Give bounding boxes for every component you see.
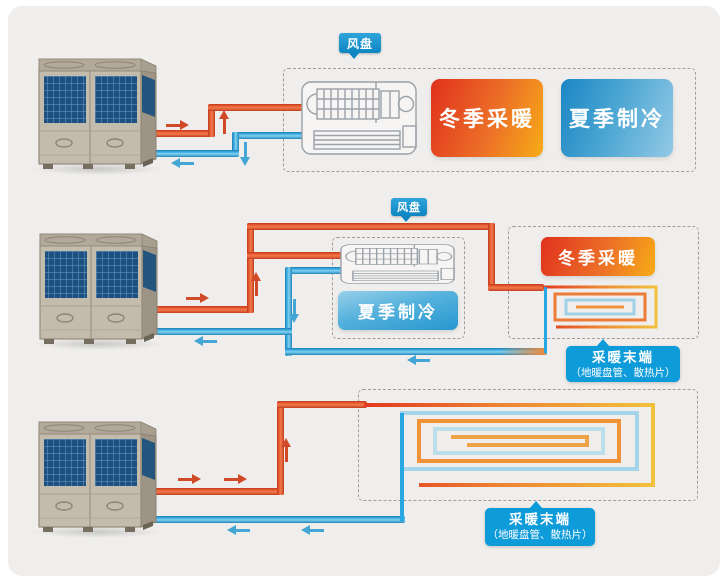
flow-arrow-cold-down-icon [240,142,250,166]
flow-arrow-hot-up-icon [251,272,261,296]
row1-cold-drop-pipe [232,132,239,157]
fan-coil-tag-label: 风盘 [346,36,373,51]
row2-cold-drop-pipe [285,267,292,356]
row2-cold-floor-return-pipe [285,348,547,355]
row1-cold-return-pipe [152,150,239,157]
winter-heating-badge: 冬季采暖 [541,237,655,276]
summer-cooling-badge: 夏季制冷 [338,291,458,330]
flow-arrow-cold-left-icon [406,355,430,365]
row2-fancoil-group-box [332,237,465,339]
row3-cold-return-pipe [153,516,405,523]
heat-pump-outdoor-unit [39,233,158,345]
row2-hot-main-pipe [247,223,495,230]
winter-heating-badge: 冬季采暖 [431,79,543,157]
winter-heating-label: 冬季采暖 [558,249,638,268]
row1-hot-supply-pipe [208,104,306,111]
flow-arrow-hot-right-icon [186,293,210,303]
heating-terminal-title: 采暖末端 [509,512,571,527]
row3-hot-supply-pipe [152,488,284,495]
row3-hot-riser-pipe [277,401,284,495]
row3-floor-heating-group-box [358,389,698,501]
summer-cooling-label: 夏季制冷 [569,108,665,131]
summer-cooling-label: 夏季制冷 [358,303,438,322]
row1-hot-riser-pipe [208,104,215,137]
row2-hot-coil-entry-pipe [488,284,544,291]
flow-arrow-cold-down-icon [289,299,299,323]
row1-cold-return-pipe [232,132,306,139]
heating-terminal-callout: 采暖末端 （地暖盘管、散热片） [566,339,680,382]
heat-pump-outdoor-unit [38,421,157,533]
floor-heating-coil-small [543,285,658,353]
heating-terminal-subtitle: （地暖盘管、散热片） [570,367,676,379]
flow-arrow-hot-up-icon [281,438,291,462]
flow-arrow-cold-left-icon [300,525,324,535]
heating-terminal-title: 采暖末端 [592,350,654,365]
row2-hot-supply-pipe [155,306,254,313]
row2-cold-fancoil-return-pipe [285,267,342,274]
row2-cold-return-pipe [156,328,292,335]
flow-arrow-cold-left-icon [193,336,217,346]
row2-hot-fancoil-branch-pipe [247,252,342,259]
row1-indoor-group-box [283,68,696,172]
fan-coil-tag: 风盘 [391,198,427,222]
flow-arrow-hot-right-icon [224,474,248,484]
fan-coil-tag-label: 风盘 [397,202,421,214]
fan-coil-unit-illustration [340,243,455,285]
row1-hot-supply-pipe [152,130,215,137]
row2-floor-heating-group-box [508,226,699,339]
row2-return-warm-fade [500,348,546,355]
flow-arrow-hot-right-icon [166,120,190,130]
flow-arrow-cold-left-icon [226,525,250,535]
row2-hot-riser-pipe [247,223,254,313]
heat-pump-outdoor-unit [38,58,157,170]
heating-terminal-callout: 采暖末端 （地暖盘管、散热片） [485,501,595,546]
fan-coil-tag: 风盘 [339,33,381,59]
row2-hot-drop-pipe [488,223,495,291]
summer-cooling-badge: 夏季制冷 [561,79,673,157]
flow-arrow-hot-right-icon [178,474,202,484]
row3-hot-coil-entry-pipe [277,401,367,408]
flow-arrow-hot-up-icon [219,110,229,134]
fan-coil-unit-illustration [301,81,417,155]
heating-terminal-subtitle: （地暖盘管、散热片） [487,529,593,541]
floor-heating-coil-large [364,403,655,521]
winter-heating-label: 冬季采暖 [439,108,535,131]
flow-arrow-cold-left-icon [170,158,194,168]
